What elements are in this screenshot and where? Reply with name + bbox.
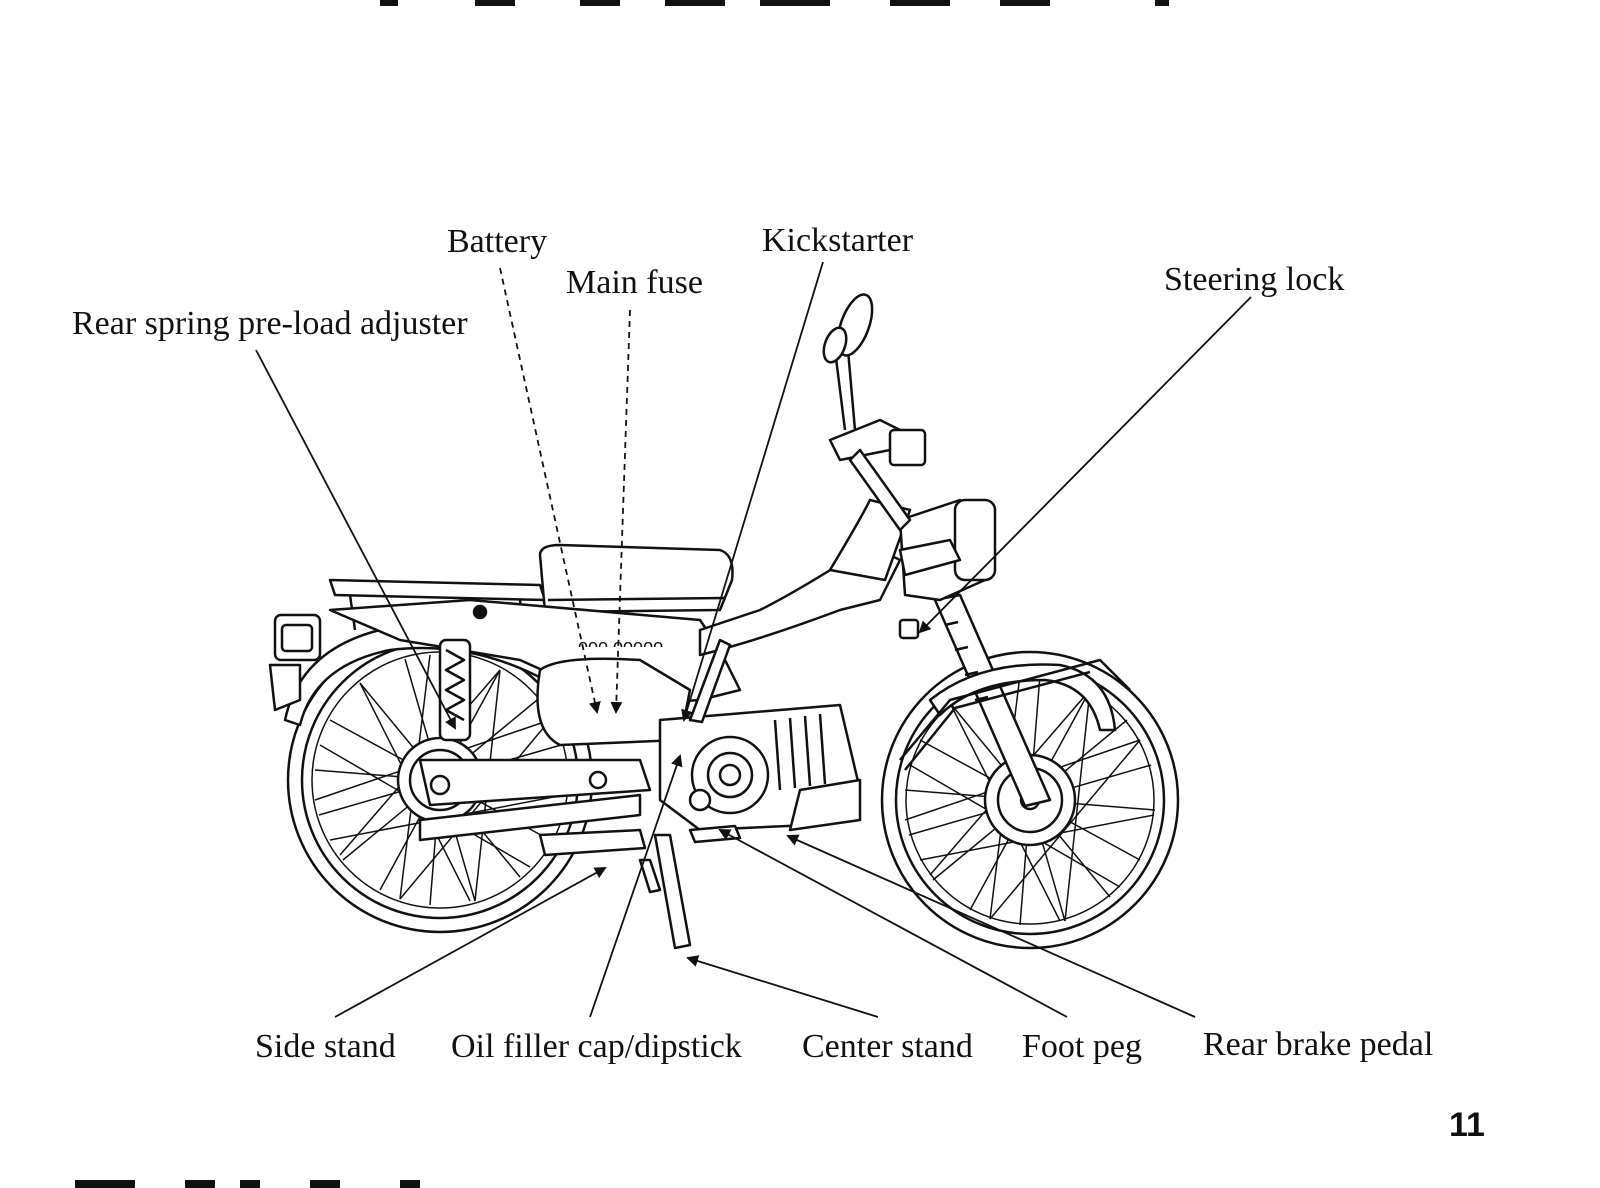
label-foot-peg: Foot peg: [1022, 1028, 1142, 1065]
motorcycle-body: ᴖᴖᴖ ᴖᴖᴖᴖᴖ: [268, 293, 1131, 950]
leader-foot-peg: [718, 829, 1068, 1018]
top-fragment-bar: [1000, 0, 1050, 6]
top-fragment-bar: [475, 0, 515, 6]
leader-main-fuse: [610, 309, 631, 714]
leader-kickstarter: [681, 261, 824, 722]
top-fragment-bar: [890, 0, 950, 6]
top-fragment-bar: [1155, 0, 1169, 6]
label-steering-lock: Steering lock: [1164, 261, 1345, 298]
label-rear-spring-preload-adjuster: Rear spring pre-load adjuster: [72, 305, 468, 342]
label-center-stand: Center stand: [802, 1028, 973, 1065]
top-fragment-bar: [760, 0, 830, 6]
bottom-fragment-bar: [310, 1180, 340, 1188]
top-fragment-bar: [580, 0, 620, 6]
top-fragment-bar: [380, 0, 398, 6]
leader-battery: [499, 267, 601, 714]
leader-oil-filler: [589, 754, 683, 1018]
leader-side-stand: [334, 867, 607, 1018]
svg-text:ᴖᴖᴖ ᴖᴖᴖᴖᴖ: ᴖᴖᴖ ᴖᴖᴖᴖᴖ: [578, 636, 663, 656]
bottom-fragment-bar: [400, 1180, 420, 1188]
label-rear-brake-pedal: Rear brake pedal: [1203, 1026, 1434, 1063]
leader-center-stand: [686, 955, 879, 1018]
bottom-fragment-bar: [185, 1180, 215, 1188]
leader-rear-spring: [255, 349, 456, 730]
top-fragment-bar: [665, 0, 725, 6]
leader-rear-brake-pedal: [786, 834, 1196, 1018]
bottom-fragment-bar: [75, 1180, 135, 1188]
label-oil-filler-cap-dipstick: Oil filler cap/dipstick: [451, 1028, 742, 1065]
page-number: 11: [1449, 1106, 1485, 1144]
label-side-stand: Side stand: [255, 1028, 396, 1065]
label-kickstarter: Kickstarter: [762, 222, 914, 259]
bottom-fragment-bar: [240, 1180, 260, 1188]
label-main-fuse: Main fuse: [566, 264, 703, 301]
leader-steering-lock: [918, 296, 1252, 634]
label-battery: Battery: [447, 223, 548, 260]
